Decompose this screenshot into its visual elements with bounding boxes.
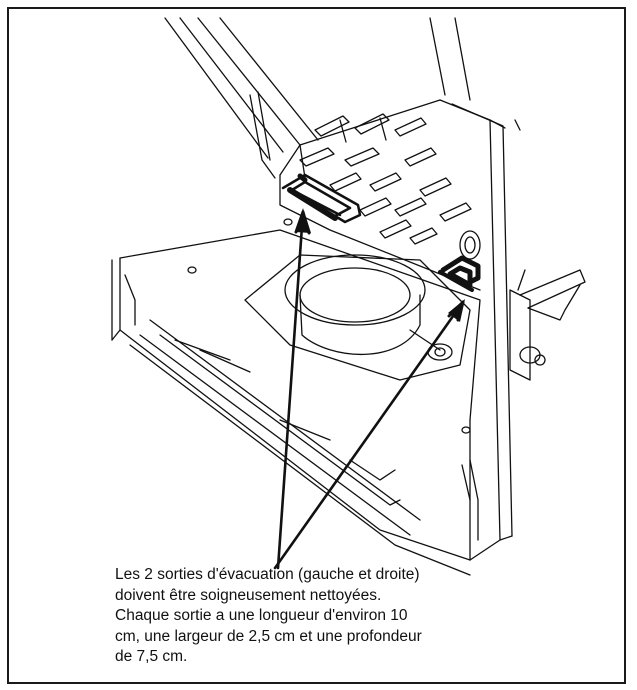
left-drain-outlet: [281, 173, 362, 224]
pointer-arrows: [273, 210, 465, 570]
diagram-frame: [7, 7, 626, 684]
base-tray: [111, 218, 481, 576]
caption-line-4: cm, une largeur de 2,5 cm et une profond…: [115, 627, 422, 645]
caption-line-2: doivent être soigneusement nettoyées.: [115, 586, 382, 604]
right-drain-outlet: [438, 255, 481, 292]
side-handle: [509, 269, 586, 381]
central-bowl: [244, 254, 471, 381]
arrow-right-outlet: [273, 300, 465, 570]
caption-line-3: Chaque sortie a une longueur d'environ 1…: [115, 607, 408, 624]
arrow-left-outlet: [276, 210, 305, 570]
caption-line-1: Les 2 sorties d'évacuation (gauche et dr…: [115, 566, 420, 583]
top-rails: [164, 17, 471, 179]
caption-text: Les 2 sorties d'évacuation (gauche et dr…: [115, 565, 585, 668]
caption-line-5: de 7,5 cm.: [115, 648, 188, 665]
back-panel: [279, 99, 521, 561]
nozzle-array: [299, 113, 481, 260]
